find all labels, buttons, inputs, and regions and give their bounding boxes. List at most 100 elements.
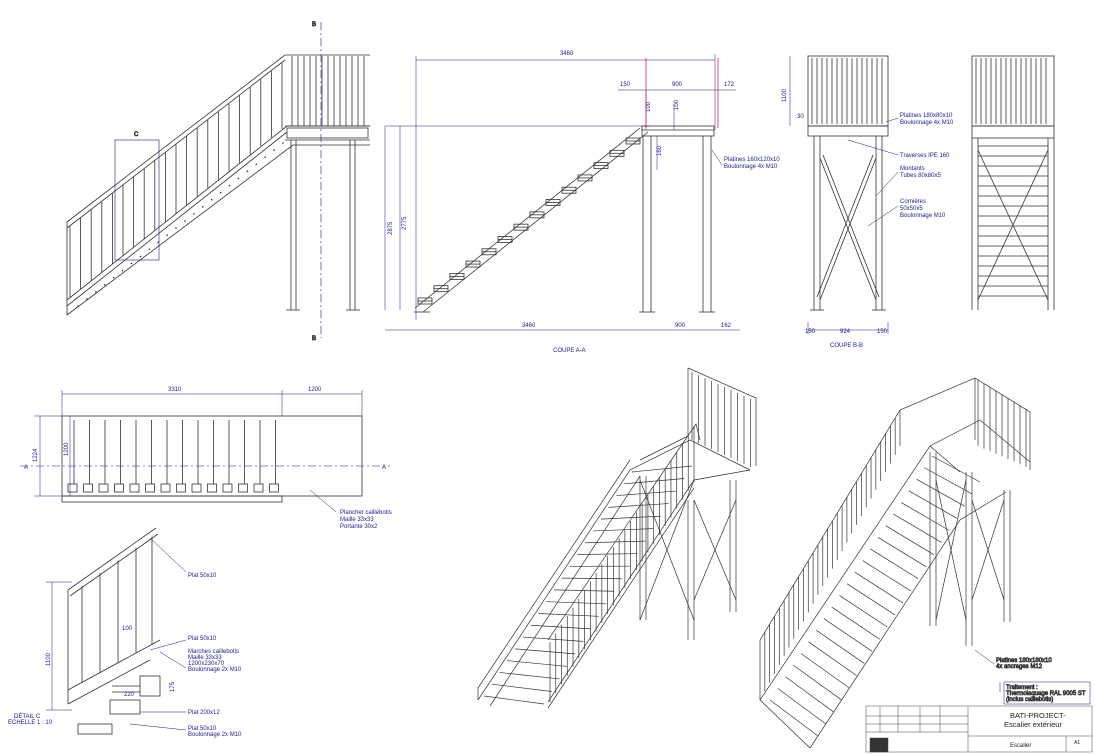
- caption-detail-c: DÉTAIL C: [14, 713, 41, 720]
- rivet-dot: [201, 205, 204, 208]
- note-marches-2: Maille 33x33: [188, 655, 222, 661]
- cross-brace: [639, 479, 695, 621]
- note-maille-plan: Maille 33x33: [340, 517, 374, 523]
- rivet-dot: [228, 184, 231, 187]
- rivet-dot: [148, 248, 151, 251]
- note-marches-3: 1200x230x70: [188, 661, 225, 667]
- step-tread: [491, 683, 552, 692]
- step-tread: [515, 648, 576, 655]
- step-tread: [777, 688, 826, 725]
- rivet-dot: [166, 234, 168, 236]
- sheet-size: A1: [1074, 740, 1080, 746]
- dim-900-top: 900: [672, 82, 683, 88]
- rivet-dot: [210, 198, 213, 201]
- rivet-dot: [139, 255, 142, 258]
- plan-view: 3310 1200 1224 1200 A A Plancher cailleb…: [20, 387, 392, 530]
- slat-foot: [98, 483, 109, 493]
- dim-150a: 150: [805, 329, 816, 335]
- dim-1200-plan: 1200: [308, 387, 322, 393]
- rivet-dot: [95, 291, 97, 293]
- rivet-dot: [130, 262, 133, 265]
- note-platines-180x180: Platines 180x180x10: [996, 658, 1052, 664]
- dim-1100-bb: 1100: [782, 88, 788, 102]
- slat-foot: [207, 483, 217, 493]
- note-portante: Portante 30x2: [340, 524, 378, 530]
- note-boulonnage-aa: Boulonnage 4x M10: [724, 164, 778, 170]
- step-tread: [785, 676, 834, 713]
- dim-924: 924: [840, 329, 851, 335]
- step-tread: [792, 664, 842, 700]
- dim-1224: 1224: [33, 448, 39, 462]
- note-cornieres-size: 50x50x5: [900, 206, 923, 212]
- slat-foot: [191, 483, 202, 493]
- section-b-tag-bottom: B: [312, 336, 316, 342]
- slat-foot: [129, 483, 140, 493]
- caption-coupe-bb: COUPE B-B: [830, 343, 863, 349]
- step-tread: [499, 672, 560, 680]
- note-traverses: Traverses IPE 160: [900, 153, 950, 159]
- company-logo: [869, 737, 889, 753]
- dim-2875: 2875: [388, 221, 394, 235]
- step-tread: [631, 465, 693, 473]
- note-plat-50-mid: Plat 50x10: [188, 636, 217, 642]
- rivet-dot: [157, 241, 160, 244]
- detail-c-tag: C: [134, 132, 139, 138]
- step-tread: [554, 589, 615, 592]
- dim-1100-detail: 1100: [46, 652, 52, 666]
- step-tread: [823, 618, 873, 652]
- dim-900-bottom: 900: [675, 323, 686, 329]
- dim-100-detail: 100: [122, 626, 133, 632]
- slat-foot: [145, 483, 155, 493]
- step-tread: [816, 629, 865, 664]
- step-tread: [538, 613, 599, 617]
- step-tread: [885, 525, 934, 555]
- step-tread: [593, 528, 654, 532]
- dim-1200-vertical: 1200: [64, 442, 70, 456]
- caption-coupe-aa: COUPE A-A: [553, 348, 586, 354]
- caption-echelle: ECHELLE 1 : 10: [8, 720, 53, 726]
- rivet-dot: [246, 170, 249, 173]
- side-elevation-view: C B B: [66, 22, 370, 342]
- note-boulonnage-bb: Boulonnage 4x M10: [900, 120, 954, 126]
- step-tread: [846, 583, 896, 616]
- isometric-view-left: [477, 367, 757, 709]
- note-plat-50-bot: Plat 50x10: [188, 726, 217, 732]
- rivet-dot: [219, 191, 222, 194]
- dim-150: 150: [620, 82, 631, 88]
- note-inclus: (inclus caillebotis): [1006, 697, 1053, 703]
- slat-foot: [238, 483, 248, 493]
- step-tread: [908, 490, 958, 519]
- step-tread: [877, 537, 927, 567]
- title-block: BATI-PROJECT- Escalier extérieur Escalie…: [865, 705, 1093, 753]
- rivet-dot: [255, 163, 258, 166]
- section-b-tag-top: B: [312, 22, 316, 28]
- note-montants: Montants: [900, 166, 925, 172]
- slat-foot: [253, 483, 264, 493]
- dim-150b: 150: [877, 329, 888, 335]
- drawing-subject: Escalier extérieur: [1004, 720, 1062, 729]
- step-tread: [924, 467, 973, 495]
- section-a-left: A: [24, 465, 28, 471]
- step-tread: [893, 513, 942, 543]
- isometric-view-right: Platines 180x180x10 4x ancrages M12 Trai…: [759, 377, 1091, 749]
- note-traitement: Traitement :: [1006, 685, 1038, 691]
- slat-foot: [83, 483, 93, 493]
- dim-30: 30: [797, 114, 804, 120]
- step-tread: [870, 548, 919, 580]
- section-aa-view: 3460 150 900 172 100 100 160 2875 2775 3…: [384, 51, 780, 354]
- rivet-dot: [103, 283, 106, 286]
- step-tread: [483, 695, 545, 705]
- project-name: BATI-PROJECT-: [1010, 711, 1066, 720]
- rivet-dot: [86, 298, 88, 300]
- part-name: Escalier: [1010, 743, 1031, 749]
- note-marches-4: Boulonnage 2x M10: [188, 667, 242, 673]
- cross-brace: [693, 499, 737, 601]
- dim-220-detail: 220: [124, 692, 135, 698]
- note-ancrages: 4x ancrages M12: [996, 664, 1043, 670]
- slat-foot: [160, 483, 171, 493]
- step-tread: [916, 478, 965, 507]
- step-tread: [854, 571, 904, 604]
- note-tubes: Tubes 80x80x5: [900, 173, 941, 179]
- front-elevation-view: [971, 55, 1055, 310]
